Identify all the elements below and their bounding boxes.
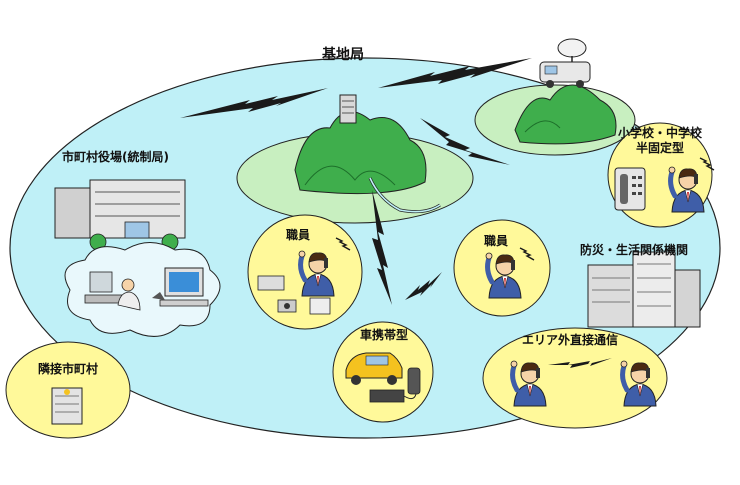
staff-bubble-1 [247, 214, 363, 330]
disaster-agency-label: 防災・生活関係機関 [580, 243, 689, 257]
link-base-vehicle [372, 190, 392, 305]
neighbor-town-label: 隣接市町村 [38, 362, 99, 376]
satellite-van-icon [539, 38, 591, 88]
school-label: 小学校・中学校 [617, 126, 702, 140]
base-station-label: 基地局 [322, 47, 364, 63]
link-staff-staff [405, 272, 442, 300]
staff-label-2: 職員 [484, 234, 509, 248]
link-cityhall-base [180, 88, 328, 118]
computer-terminal-icon [152, 267, 209, 307]
handheld-devices-icon [257, 275, 331, 315]
fixed-phone-icon [614, 167, 646, 211]
base-station-icon [339, 94, 357, 124]
control-room-cloud [64, 242, 221, 337]
vehicle-type-label: 車携帯型 [360, 328, 409, 342]
out-of-area-label: エリア外直接通信 [522, 333, 619, 347]
operator-desk-icon [84, 271, 141, 311]
city-hall-building-icon [54, 179, 186, 251]
radio-links [180, 58, 532, 305]
neighbor-town-building-icon [51, 387, 83, 425]
link-base-van [378, 58, 532, 88]
city-hall-label: 市町村役場(統制局) [62, 150, 169, 164]
car-icon [345, 352, 403, 385]
disaster-agency-building-icon [587, 251, 701, 328]
fixed-type-label: 半固定型 [635, 141, 684, 155]
center-mountain [294, 111, 427, 195]
right-mountain [514, 84, 617, 145]
staff-label-1: 職員 [286, 228, 311, 242]
vehicle-radio-icon [369, 367, 421, 403]
